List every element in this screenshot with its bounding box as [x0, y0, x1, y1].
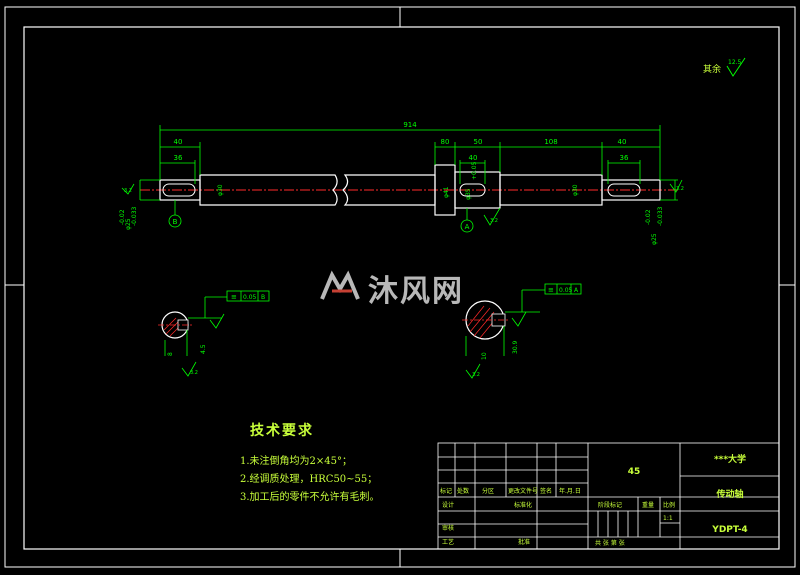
svg-text:批准: 批准	[518, 538, 530, 546]
svg-text:A: A	[465, 223, 470, 231]
svg-text:≡: ≡	[548, 286, 554, 294]
material: 45	[628, 467, 641, 477]
requirement-item: 3.加工后的零件不允许有毛刺。	[240, 492, 380, 503]
watermark: 沐风网	[318, 266, 464, 310]
svg-text:0.05: 0.05	[559, 287, 573, 294]
svg-text:年.月.日: 年.月.日	[559, 487, 581, 495]
svg-text:共 张 第 张: 共 张 第 张	[595, 539, 625, 547]
svg-text:φ25: φ25	[651, 233, 658, 245]
title-block	[437, 442, 780, 550]
svg-text:3.2: 3.2	[190, 370, 198, 376]
svg-text:A: A	[574, 287, 579, 294]
svg-text:30.9: 30.9	[512, 340, 519, 354]
svg-text:其余: 其余	[703, 63, 721, 75]
svg-text:1:1: 1:1	[663, 515, 673, 522]
svg-text:阶段标记: 阶段标记	[598, 501, 622, 509]
requirement-item: 1.未注倒角均为2×45°；	[240, 456, 353, 467]
svg-text:-0.033: -0.033	[657, 206, 664, 226]
watermark-logo-icon	[320, 270, 360, 300]
svg-text:更改文件号: 更改文件号	[508, 487, 538, 495]
svg-text:36: 36	[620, 154, 629, 162]
svg-text:B: B	[173, 218, 178, 226]
svg-text:3.2: 3.2	[124, 188, 132, 194]
svg-text:设计: 设计	[442, 501, 454, 509]
dimension-lines	[139, 125, 678, 201]
svg-text:φ41: φ41	[443, 186, 450, 198]
svg-text:40: 40	[618, 138, 627, 146]
title-block-text: 标记 处数 分区 更改文件号 签名 年.月.日 设计 标准化 审核 工艺 批准 …	[440, 487, 675, 547]
svg-text:8: 8	[167, 352, 174, 356]
section-view-left: ≡ 0.05 B 8 4.5 3.2	[158, 290, 270, 377]
svg-text:φ35: φ35	[465, 188, 472, 200]
svg-text:φ25: φ25	[125, 218, 132, 230]
shaft-main-view	[140, 164, 680, 216]
dimension-text: 914 40 36 80 50 40 108 40 36	[174, 121, 629, 162]
svg-text:≡: ≡	[231, 293, 237, 301]
general-roughness-note: 其余 12.5	[703, 57, 746, 77]
svg-text:+0.05: +0.05	[471, 161, 478, 180]
svg-text:914: 914	[403, 121, 417, 129]
svg-text:36: 36	[174, 154, 183, 162]
datum-markers: B A	[168, 200, 474, 233]
right-journal	[601, 179, 661, 201]
svg-text:40: 40	[174, 138, 183, 146]
svg-text:标准化: 标准化	[514, 501, 532, 509]
svg-text:分区: 分区	[482, 487, 494, 495]
svg-text:标记: 标记	[440, 487, 452, 495]
svg-text:φ30: φ30	[572, 184, 579, 196]
svg-text:3.2: 3.2	[490, 218, 498, 224]
mid-shaft-body	[342, 174, 436, 206]
svg-text:重量: 重量	[642, 501, 654, 509]
svg-text:50: 50	[474, 138, 483, 146]
svg-text:3.2: 3.2	[676, 186, 684, 192]
title-block-main: 45 ***大学 传动轴 YDPT-4	[628, 453, 748, 535]
svg-text:10: 10	[481, 352, 488, 360]
inner-frame	[23, 26, 780, 550]
svg-text:φ30: φ30	[217, 184, 224, 196]
svg-text:工艺: 工艺	[442, 538, 454, 546]
roughness-mark-text: 3.2 3.2 3.2	[124, 186, 684, 224]
svg-text:处数: 处数	[457, 487, 469, 495]
requirements-title: 技术要求	[250, 423, 314, 439]
svg-text:0.05: 0.05	[243, 294, 257, 301]
centering-marks	[5, 7, 795, 567]
svg-text:-0.02: -0.02	[645, 209, 652, 225]
svg-text:4.5: 4.5	[200, 344, 207, 354]
university: ***大学	[714, 453, 746, 465]
svg-text:比例: 比例	[663, 501, 675, 509]
svg-text:12.5: 12.5	[728, 59, 742, 66]
svg-text:3.2: 3.2	[472, 372, 480, 378]
svg-text:审核: 审核	[442, 524, 454, 532]
watermark-text: 沐风网	[368, 274, 464, 309]
svg-text:-0.02: -0.02	[119, 209, 126, 225]
part-name: 传动轴	[715, 488, 743, 500]
diameter-text: φ25 -0.02 -0.033 φ30 φ41 φ35 +0.05 φ30 φ…	[119, 161, 664, 245]
requirement-item: 2.经调质处理，HRC50~55；	[240, 474, 378, 485]
svg-text:B: B	[261, 294, 265, 301]
svg-text:80: 80	[441, 138, 450, 146]
svg-text:108: 108	[544, 138, 557, 146]
roughness-marks	[121, 179, 683, 226]
svg-text:40: 40	[469, 154, 478, 162]
right-keyway	[607, 183, 641, 197]
left-shaft-body	[199, 174, 338, 206]
drawing-number: YDPT-4	[711, 525, 747, 535]
left-keyway	[162, 183, 196, 197]
section-view-right: ≡ 0.05 A 10 30.9 3.2	[462, 283, 582, 379]
svg-text:签名: 签名	[540, 487, 552, 495]
mid-keyway	[459, 183, 486, 197]
svg-text:-0.033: -0.033	[131, 206, 138, 226]
